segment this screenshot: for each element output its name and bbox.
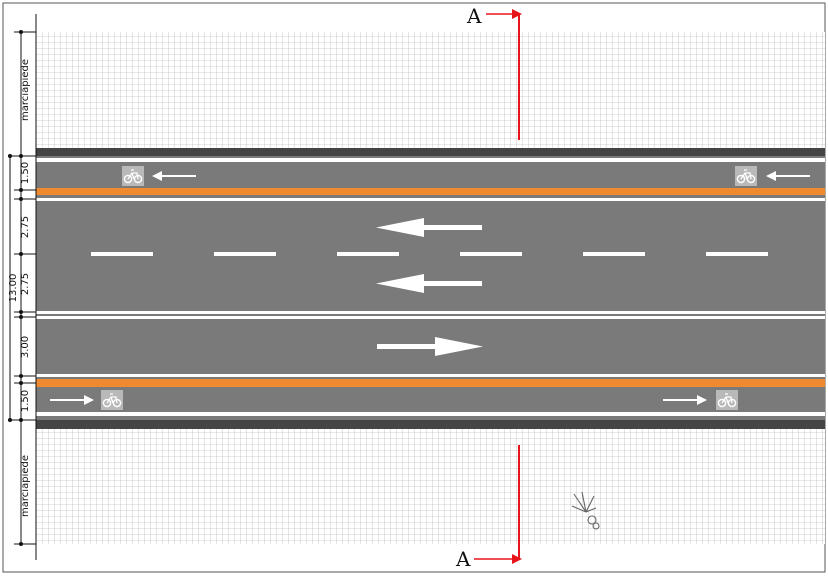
section-line-top: A (466, 4, 522, 140)
section-label-top: A (466, 4, 482, 28)
lane-line-middle-b (36, 316, 825, 319)
curb-top (36, 148, 825, 156)
lane-line-middle-a (36, 311, 825, 314)
bicycle-icon (100, 389, 124, 411)
bike-arrow-top-right (766, 171, 810, 181)
bike-separator-bottom (36, 379, 825, 387)
edge-line-top (36, 158, 825, 162)
dimension-lane-2: 2.75 (20, 273, 31, 295)
dimension-chain (8, 14, 37, 560)
lane-arrow-left-1 (376, 218, 482, 237)
lane-line-bottom (36, 374, 825, 377)
dimension-total: 13.00 (8, 274, 19, 303)
bike-arrow-top-left (152, 171, 196, 181)
lane-arrow-left-2 (376, 274, 482, 293)
section-label-bottom: A (455, 547, 471, 571)
lane-arrow-right (377, 337, 483, 356)
dimension-lane-1: 2.75 (20, 216, 31, 238)
bike-separator-top (36, 188, 825, 195)
tree-icon (571, 491, 600, 530)
dimension-bike-lane-top: 1.50 (20, 162, 31, 184)
lane-line-top (36, 198, 825, 201)
curb-bottom (36, 420, 825, 429)
bike-arrow-bottom-left (50, 395, 94, 405)
dimension-bike-lane-bottom: 1.50 (20, 390, 31, 412)
sidewalk-top (36, 32, 825, 148)
dimension-ticks (8, 30, 23, 546)
sidewalk-label-top: marciapiede (20, 59, 31, 121)
sidewalk-label-bottom: marciapiede (20, 455, 31, 517)
sidewalk-bottom (36, 429, 825, 544)
bicycle-icon (121, 165, 145, 187)
dashed-lane-divider (91, 252, 768, 256)
section-line-bottom: A (455, 445, 522, 571)
bicycle-icon (734, 165, 758, 187)
bike-arrow-bottom-right (663, 395, 707, 405)
edge-line-bottom (36, 412, 825, 416)
dimension-lane-3: 3.00 (20, 336, 31, 358)
bicycle-icon (715, 389, 739, 411)
